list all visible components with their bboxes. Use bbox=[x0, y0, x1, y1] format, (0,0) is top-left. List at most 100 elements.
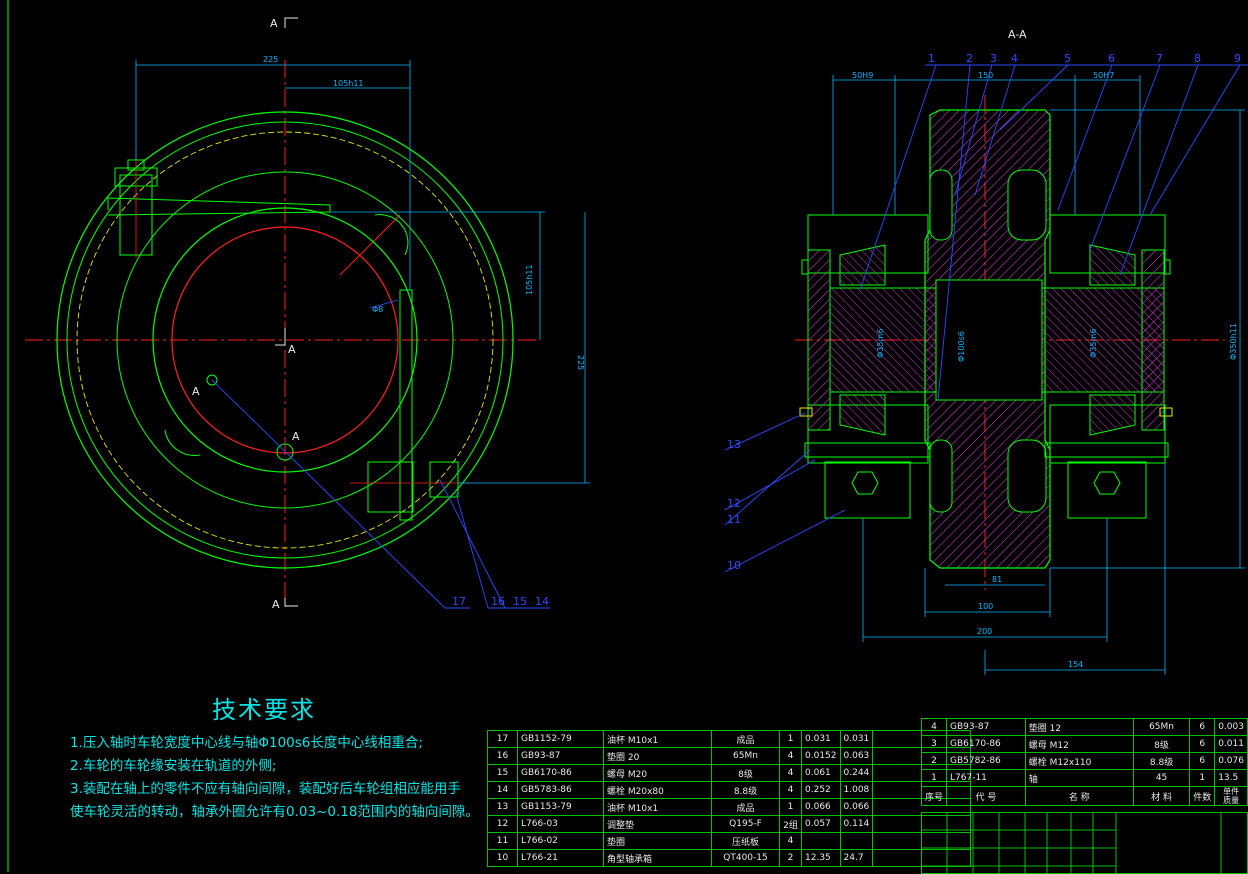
bom-cell-name: 垫圈 12 bbox=[1024, 718, 1134, 736]
bom-cell-no: 2 bbox=[920, 752, 948, 770]
bom-header-material: 材 料 bbox=[1132, 786, 1191, 806]
leader-hole bbox=[369, 299, 399, 309]
bom-cell-name: 垫圈 20 bbox=[603, 747, 712, 765]
left-box-side bbox=[807, 249, 831, 431]
left-side-tab bbox=[801, 259, 809, 275]
bom-cell-no: 16 bbox=[487, 747, 518, 765]
bom-cell-name: 角型轴承箱 bbox=[603, 849, 712, 867]
bom-cell-name: 轴 bbox=[1024, 769, 1134, 787]
bom-cell-code: GB5783-86 bbox=[517, 781, 604, 799]
bom-cell-material: 成品 bbox=[711, 730, 780, 748]
bom-cell-material: 8.8级 bbox=[711, 781, 780, 799]
leader-4 bbox=[974, 64, 1016, 196]
left-diag-center bbox=[339, 214, 401, 276]
bom-header-qty: 件数 bbox=[1189, 786, 1216, 806]
leader-2 bbox=[937, 64, 971, 401]
left-view bbox=[25, 60, 590, 610]
leader-7 bbox=[1089, 64, 1161, 251]
dim-81-label: 81 bbox=[992, 575, 1002, 584]
bom-cell-qty: 4 bbox=[779, 764, 802, 782]
bom-cell-unit bbox=[801, 832, 841, 850]
callout-16: 16 bbox=[491, 595, 505, 608]
bom-header-no: 序号 bbox=[920, 786, 948, 806]
bom-cell-material: Q195-F bbox=[711, 815, 780, 833]
hub-outer bbox=[152, 207, 418, 473]
leader-16 bbox=[454, 489, 489, 609]
bom-cell-total: 0.063 bbox=[839, 747, 874, 765]
leader-10 bbox=[724, 509, 846, 573]
bom-cell-no: 15 bbox=[487, 764, 518, 782]
bom-cell-no: 12 bbox=[487, 815, 518, 833]
section-mark-a2: A bbox=[292, 430, 300, 443]
wheel-window-tr bbox=[1007, 169, 1047, 241]
top-bracket bbox=[107, 197, 331, 216]
leader-3 bbox=[954, 64, 993, 196]
right-foot-nut bbox=[1093, 471, 1121, 495]
oil-cup-right bbox=[1159, 407, 1173, 417]
callout-17: 17 bbox=[452, 595, 466, 608]
section-title: A-A bbox=[1008, 28, 1027, 41]
left-bolt-bar bbox=[804, 442, 931, 458]
callout-8: 8 bbox=[1194, 52, 1201, 65]
bom-cell-qty: 1 bbox=[1189, 769, 1216, 787]
bom-cell-code: L766-02 bbox=[517, 832, 604, 850]
bom-cell-code: GB6170-86 bbox=[946, 735, 1026, 753]
right-nut-block bbox=[367, 461, 414, 513]
bom-header-code: 代 号 bbox=[946, 786, 1026, 806]
bom-cell-code: GB1152-79 bbox=[517, 730, 604, 748]
bom-cell-weight: 13.5 bbox=[1214, 769, 1248, 787]
bom-cell-code: GB93-87 bbox=[946, 718, 1026, 736]
bom-cell-name: 油杯 M10x1 bbox=[603, 730, 712, 748]
leader-13 bbox=[724, 412, 806, 451]
bom-header-name: 名 称 bbox=[1024, 786, 1134, 806]
bom-cell-weight: 0.003 bbox=[1214, 718, 1248, 736]
bom-cell-qty: 4 bbox=[779, 781, 802, 799]
title-block-grid bbox=[921, 812, 1248, 874]
oil-hole-small bbox=[206, 374, 218, 386]
bom-cell-qty: 6 bbox=[1189, 735, 1216, 753]
callout-12: 12 bbox=[727, 497, 741, 510]
bom-cell-qty: 2 bbox=[779, 849, 802, 867]
bom-cell-total bbox=[839, 832, 874, 850]
leader-11 bbox=[724, 449, 811, 526]
tech-requirement-item: 1.压入轴时车轮宽度中心线与轴Φ100s6长度中心线相重合; bbox=[70, 735, 423, 751]
left-bearing-bottom bbox=[839, 394, 886, 436]
wheel-web-circle bbox=[116, 171, 454, 509]
bom-cell-qty: 1 bbox=[779, 798, 802, 816]
right-bearing-top bbox=[1089, 244, 1136, 286]
bom-cell-no: 10 bbox=[487, 849, 518, 867]
callout-11: 11 bbox=[727, 513, 741, 526]
bom-cell-total: 1.008 bbox=[839, 781, 874, 799]
bom-cell-no: 3 bbox=[920, 735, 948, 753]
bom-cell-name: 油杯 M10x1 bbox=[603, 798, 712, 816]
dim-105-label: 105h11 bbox=[333, 79, 364, 88]
bom-cell-code: L766-21 bbox=[517, 849, 604, 867]
dim-225v-label: 225 bbox=[576, 355, 585, 370]
wheel-rim-circle bbox=[66, 121, 504, 559]
dim-200-label: 200 bbox=[977, 627, 992, 636]
bearing-box-lower-arc bbox=[164, 429, 201, 456]
bom-cell-code: GB6170-86 bbox=[517, 764, 604, 782]
wheel-outer-circle bbox=[56, 111, 514, 569]
right-bolt-bar bbox=[1044, 442, 1169, 458]
bom-cell-material: 65Mn bbox=[711, 747, 780, 765]
bom-cell-material: 压纸板 bbox=[711, 832, 780, 850]
right-plate bbox=[399, 289, 413, 521]
bom-cell-qty: 2组 bbox=[779, 815, 802, 833]
callout-6: 6 bbox=[1108, 52, 1115, 65]
dim-shaft-right-label: Φ35m6 bbox=[1089, 329, 1098, 358]
callout-10: 10 bbox=[727, 559, 741, 572]
leader-14 bbox=[439, 479, 506, 609]
callout-5: 5 bbox=[1064, 52, 1071, 65]
bom-cell-material: 8级 bbox=[711, 764, 780, 782]
dim-225-label: 225 bbox=[263, 55, 278, 64]
bom-cell-no: 4 bbox=[920, 718, 948, 736]
dim-150-label: 150 bbox=[978, 71, 993, 80]
leader-8 bbox=[1119, 64, 1199, 276]
